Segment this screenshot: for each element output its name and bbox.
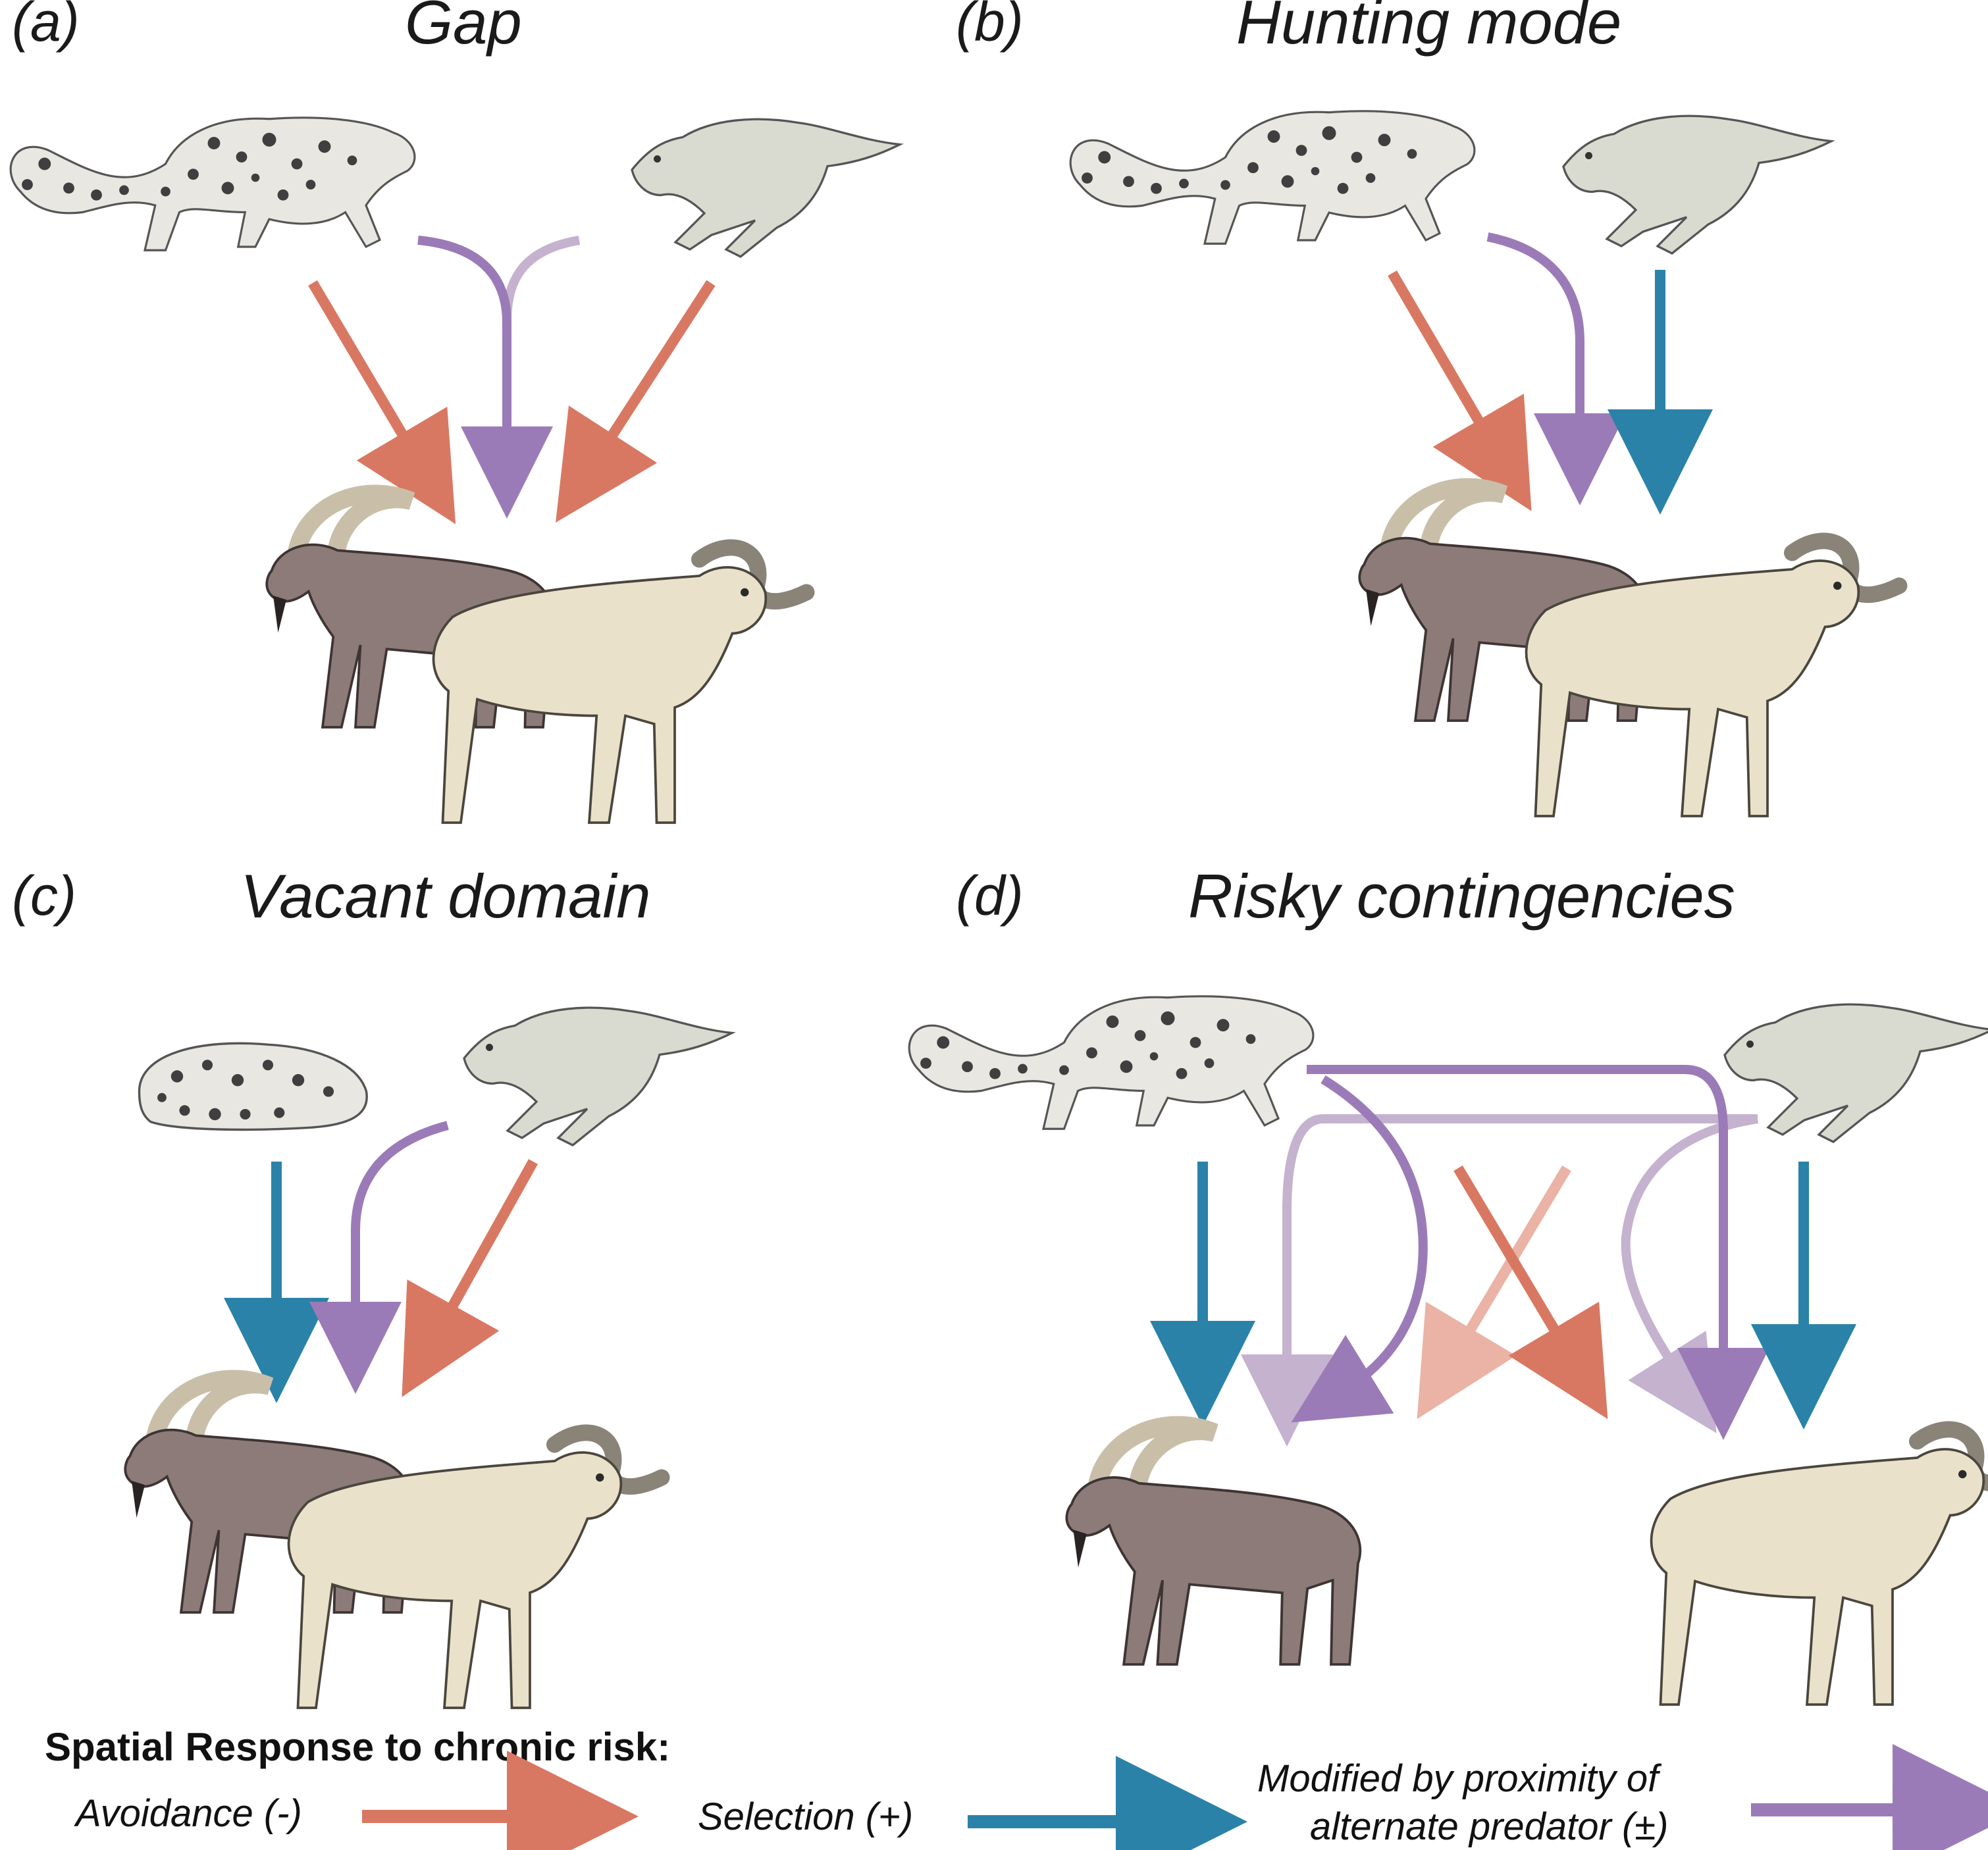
panel-c-header: (c) Vacant domain <box>12 861 651 931</box>
blue-sheep-illustration <box>1652 1429 1988 1705</box>
wolf-illustration <box>631 118 901 258</box>
modified-arrow <box>417 236 553 519</box>
wolf-illustration <box>1723 1003 1988 1143</box>
panel-d <box>908 995 1988 1705</box>
avoidance-arrow <box>1453 1165 1608 1420</box>
avoidance-arrow <box>556 280 716 523</box>
panel-b-letter: (b) <box>956 0 1024 53</box>
modified-arrow <box>1486 232 1626 505</box>
modified-arrow <box>309 1121 449 1394</box>
panel-c <box>125 1006 733 1708</box>
modified-arrow <box>1291 1075 1428 1423</box>
snow-leopard-illustration <box>908 995 1315 1130</box>
legend-modified-label-line2: alternate predator (±) <box>1310 1805 1668 1848</box>
panel-b-title: Hunting mode <box>1236 0 1621 57</box>
avoidance-arrow <box>402 1159 538 1397</box>
legend-avoidance-label: Avoidance (-) <box>74 1792 302 1835</box>
wolf-illustration <box>1562 115 1833 255</box>
modified-arrow-faded <box>1621 1114 1759 1433</box>
panel-a <box>9 116 901 823</box>
modified-arrow-faded <box>1241 1114 1758 1447</box>
legend-modified-label-line1: Modified by proximity of <box>1257 1757 1662 1800</box>
modified-arrow <box>1307 1065 1769 1440</box>
panel-b <box>1069 110 1899 816</box>
legend-heading: Spatial Response to chronic risk: <box>45 1725 670 1769</box>
legend-selection-label: Selection (+) <box>698 1795 913 1838</box>
wolf-illustration <box>463 1006 733 1146</box>
panel-c-title: Vacant domain <box>240 861 651 931</box>
modified-arrow-faded <box>502 236 581 323</box>
avoidance-arrow <box>1388 270 1532 511</box>
avoidance-arrow <box>308 280 456 525</box>
panel-d-header: (d) Risky contingencies <box>956 861 1735 931</box>
panel-a-letter: (a) <box>12 0 80 53</box>
snow-leopard-illustration <box>1069 110 1476 245</box>
panel-a-title: Gap <box>405 0 522 57</box>
panel-b-header: (b) Hunting mode <box>956 0 1621 57</box>
panel-d-title: Risky contingencies <box>1188 861 1735 931</box>
snow-leopard-illustration <box>9 116 416 251</box>
ibex-illustration <box>1066 1426 1360 1664</box>
panel-d-letter: (d) <box>956 865 1024 927</box>
sleeping-snow-leopard-illustration <box>138 1042 368 1131</box>
panel-a-header: (a) Gap <box>12 0 522 57</box>
panel-c-letter: (c) <box>12 865 76 927</box>
legend: Spatial Response to chronic risk: Avoida… <box>45 1725 1988 1850</box>
